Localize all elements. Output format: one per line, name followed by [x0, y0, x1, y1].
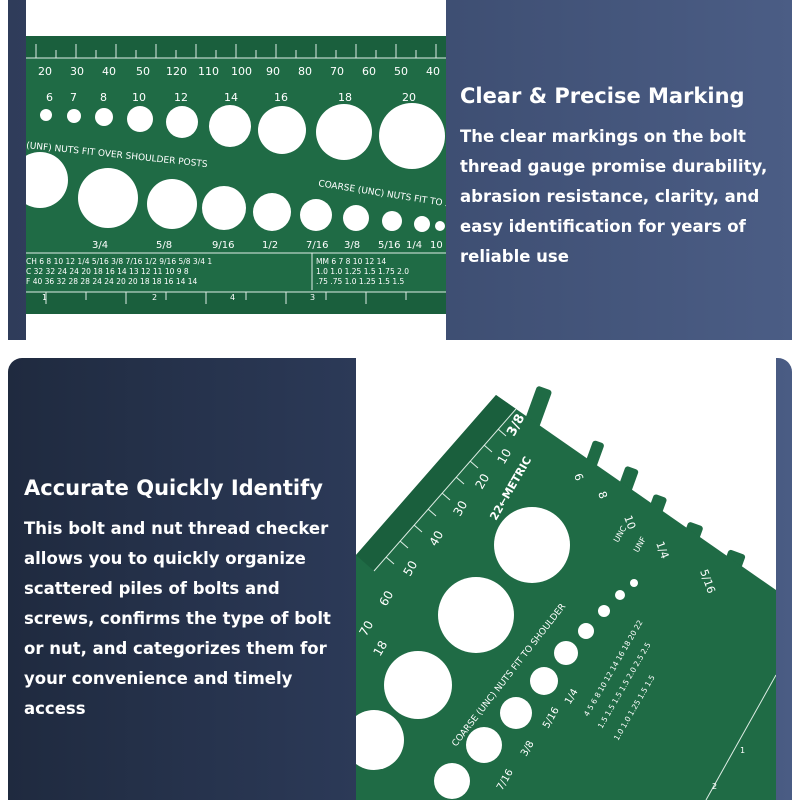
- ruler-number: 2: [152, 293, 157, 302]
- hole-number: 8: [100, 91, 107, 104]
- bottom-ruler-ticks: [373, 408, 776, 800]
- scale-number: 90: [266, 65, 280, 78]
- side-number: 40: [426, 528, 446, 548]
- fraction-label: 1/4: [406, 240, 422, 251]
- bottom-gauge-illustration: 3/8 10 20 30 40 50 60 70 22←METRIC 18: [356, 386, 776, 800]
- post-number: 1/4: [653, 540, 671, 561]
- post-number: 10: [621, 514, 638, 532]
- side-number: 60: [376, 588, 396, 608]
- bottom-feature-description: This bolt and nut thread checker allows …: [24, 519, 331, 718]
- ruler-number: 3: [310, 293, 315, 302]
- top-feature-title: Clear & Precise Marking: [460, 84, 745, 108]
- top-thread-table: CH 6 8 10 12 1/4 5/16 3/8 7/16 1/2 9/16 …: [26, 257, 409, 286]
- scale-number: 40: [426, 65, 440, 78]
- scale-number: 30: [70, 65, 84, 78]
- scale-number: 110: [198, 65, 219, 78]
- fraction-label: 5/8: [156, 240, 172, 251]
- fraction-label: 5/16: [378, 240, 400, 251]
- scale-number: 60: [362, 65, 376, 78]
- top-ruler-ticks: [26, 44, 446, 304]
- scale-number: 40: [102, 65, 116, 78]
- top-gauge-photo: 20 30 40 50 120 110 100 90 80 70 60 50 4…: [26, 0, 446, 340]
- side-number: 20: [472, 471, 492, 491]
- post-number: 6: [571, 472, 586, 483]
- hole-number: 6: [46, 91, 53, 104]
- bottom-ruler-numbers: 1 2: [712, 746, 745, 791]
- hole-number: 10: [132, 91, 146, 104]
- hole-number: 16: [274, 91, 288, 104]
- top-fraction-labels: 3/4 5/8 9/16 1/2 7/16 3/8 5/16 1/4 10: [92, 240, 443, 251]
- fraction-label: 3/4: [92, 240, 108, 251]
- ruler-number: 2: [712, 782, 717, 791]
- ruler-number: 4: [230, 293, 235, 302]
- fraction-label: 1/2: [262, 240, 278, 251]
- bottom-post-numbers: 6 8 10 1/4 5/16: [571, 472, 718, 596]
- bottom-feature-title: Accurate Quickly Identify: [24, 476, 323, 500]
- side-number: 50: [400, 558, 420, 578]
- hole-number: 20: [402, 91, 416, 104]
- fraction-label: 9/16: [212, 240, 234, 251]
- mm-row: 1.0 1.0 1.25 1.5 1.75 2.0: [316, 267, 409, 276]
- top-hole-numbers: 6 7 8 10 12 14 16 18 20: [46, 91, 416, 104]
- scale-number: 100: [231, 65, 252, 78]
- hole-number: 7: [70, 91, 77, 104]
- hole-number: 12: [174, 91, 188, 104]
- scale-number: 70: [330, 65, 344, 78]
- table-row: C 32 32 24 24 20 18 16 14 13 12 11 10 9 …: [26, 267, 189, 276]
- mm-row: .75 .75 1.0 1.25 1.5 1.5: [316, 277, 404, 286]
- scale-number: 80: [298, 65, 312, 78]
- table-row: CH 6 8 10 12 1/4 5/16 3/8 7/16 1/2 9/16 …: [26, 257, 212, 266]
- post-number: 8: [595, 490, 610, 501]
- scale-number: 50: [136, 65, 150, 78]
- fraction-label: 3/8: [344, 240, 360, 251]
- bottom-gauge-photo: 3/8 10 20 30 40 50 60 70 22←METRIC 18: [356, 345, 776, 800]
- top-upper-holes: [40, 103, 445, 169]
- bottom-gauge-holes: [356, 507, 638, 799]
- side-number: 10: [494, 446, 514, 466]
- table-row: F 40 36 32 28 28 24 24 20 20 18 18 16 14…: [26, 277, 198, 286]
- scale-number: 20: [38, 65, 52, 78]
- top-scale-numbers: 20 30 40 50 120 110 100 90 80 70 60 50 4…: [38, 65, 440, 78]
- side-number: 30: [450, 498, 470, 518]
- side-number: 70: [356, 618, 376, 638]
- top-feature-description: The clear markings on the bolt thread ga…: [460, 127, 768, 266]
- top-lower-holes: [26, 152, 445, 232]
- hole-number: 18: [338, 91, 352, 104]
- hole-number: 14: [224, 91, 238, 104]
- top-ruler-numbers: 2 1 4 3: [42, 293, 315, 302]
- ruler-number: 1: [740, 746, 745, 755]
- top-gauge-illustration: 20 30 40 50 120 110 100 90 80 70 60 50 4…: [26, 36, 446, 314]
- fraction-label: 10: [430, 240, 443, 251]
- fraction-label: 7/16: [306, 240, 328, 251]
- gauge-board: [356, 395, 776, 800]
- ruler-number: 1: [42, 293, 47, 302]
- hole-label: 18: [370, 638, 390, 658]
- scale-number: 120: [166, 65, 187, 78]
- scale-number: 50: [394, 65, 408, 78]
- mm-row: MM 6 7 8 10 12 14: [316, 257, 386, 266]
- bottom-side-numbers: 10 20 30 40 50 60 70: [356, 446, 514, 638]
